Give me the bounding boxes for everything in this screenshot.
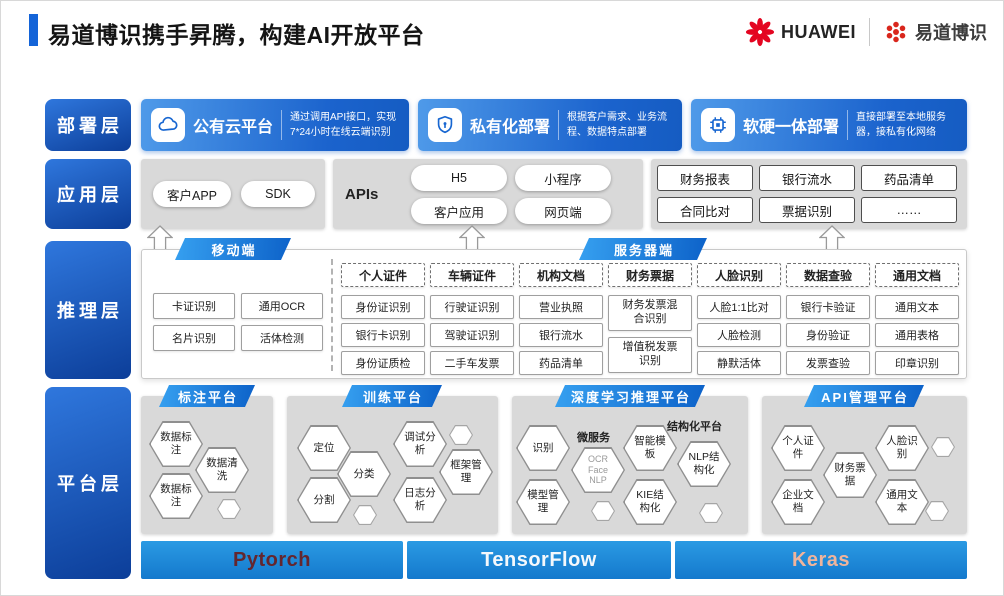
deployment-title: 软硬一体部署 [743, 119, 840, 136]
logo-divider [869, 18, 870, 46]
business-app-item: …… [861, 197, 957, 223]
capability-cell: 身份证质检 [341, 351, 425, 375]
column-header: 车辆证件 [430, 263, 514, 287]
sdk-pill: SDK [241, 181, 315, 207]
deployment-card-integrated: 软硬一体部署 直接部署至本地服务器，接私有化网络 [691, 99, 967, 151]
column-header: 人脸识别 [697, 263, 781, 287]
capability-cell: 银行卡验证 [786, 295, 870, 319]
decor-hex [217, 499, 241, 519]
decor-hex [353, 505, 377, 525]
capability-cell: 银行流水 [519, 323, 603, 347]
integrated-deploy-icon [701, 108, 735, 142]
column-header: 通用文档 [875, 263, 959, 287]
deployment-desc: 通过调用API接口，实现7*24小时在线云端识别 [290, 112, 397, 138]
business-app-item: 合同比对 [657, 197, 753, 223]
deployment-desc: 根据客户需求、业务流程、数据特点部署 [567, 112, 668, 138]
capability-cell: 人脸检测 [697, 323, 781, 347]
structuring-platform-label: 结构化平台 [667, 421, 722, 433]
column-header: 财务票据 [608, 263, 692, 287]
channel-pill-customer-app: 客户应用 [411, 198, 507, 224]
huawei-flower-icon [745, 17, 775, 47]
mobile-capability: 活体检测 [241, 325, 323, 351]
yidao-wordmark: 易道博识 [915, 23, 987, 43]
capability-cell: 通用文本 [875, 295, 959, 319]
capability-cell: 营业执照 [519, 295, 603, 319]
capability-cell: 二手车发票 [430, 351, 514, 375]
hex-model-management: 模型管理 [516, 479, 570, 525]
business-app-item: 药品清单 [861, 165, 957, 191]
up-arrow-icon [459, 225, 485, 251]
microservice-label: 微服务 [577, 432, 610, 444]
framework-keras: Keras [675, 541, 967, 579]
decor-hex [591, 501, 615, 521]
layer-label-deployment: 部署层 [45, 99, 131, 151]
layer-label-platform: 平台层 [45, 387, 131, 579]
capability-cell: 驾驶证识别 [430, 323, 514, 347]
mobile-ribbon: 移动端 [175, 238, 291, 260]
mobile-server-divider [331, 259, 333, 371]
logo-group: HUAWEI 易道博识 [745, 17, 987, 47]
channel-pill-web: 网页端 [515, 198, 611, 224]
channel-pill-h5: H5 [411, 165, 507, 191]
mobile-capability: 名片识别 [153, 325, 235, 351]
annotation-platform-ribbon: 标注平台 [159, 385, 255, 407]
channel-pill-miniprogram: 小程序 [515, 165, 611, 191]
framework-pytorch: Pytorch [141, 541, 403, 579]
hex-face-recognition: 人脸识别 [875, 425, 929, 471]
up-arrow-icon [819, 225, 845, 251]
mobile-capability: 卡证识别 [153, 293, 235, 319]
huawei-wordmark: HUAWEI [781, 21, 856, 42]
deployment-card-private: 私有化部署 根据客户需求、业务流程、数据特点部署 [418, 99, 682, 151]
business-app-item: 银行流水 [759, 165, 855, 191]
capability-cell: 行驶证识别 [430, 295, 514, 319]
capability-cell: 印章识别 [875, 351, 959, 375]
capability-cell: 人脸1:1比对 [697, 295, 781, 319]
decor-hex [925, 501, 949, 521]
decor-hex [449, 425, 473, 445]
capability-cell: 静默活体 [697, 351, 781, 375]
column-header: 个人证件 [341, 263, 425, 287]
capability-cell: 银行卡识别 [341, 323, 425, 347]
capability-cell: 发票查验 [786, 351, 870, 375]
deployment-title: 私有化部署 [470, 119, 551, 136]
layer-label-application: 应用层 [45, 159, 131, 229]
divider [847, 110, 849, 140]
public-cloud-icon [151, 108, 185, 142]
business-app-item: 票据识别 [759, 197, 855, 223]
hex-kie-structuring: KIE结构化 [623, 479, 677, 525]
mobile-capability: 通用OCR [241, 293, 323, 319]
capability-cell: 通用表格 [875, 323, 959, 347]
deployment-card-public-cloud: 公有云平台 通过调用API接口，实现7*24小时在线云端识别 [141, 99, 409, 151]
capability-cell: 增值税发票识别 [608, 337, 692, 373]
framework-tensorflow: TensorFlow [407, 541, 671, 579]
capability-cell: 财务发票混合识别 [608, 295, 692, 331]
business-app-item: 财务报表 [657, 165, 753, 191]
divider [558, 110, 560, 140]
capability-cell: 身份验证 [786, 323, 870, 347]
apis-label: APIs [345, 185, 379, 203]
dl-inference-platform-ribbon: 深度学习推理平台 [555, 385, 705, 407]
capability-cell: 药品清单 [519, 351, 603, 375]
divider [281, 110, 283, 140]
api-management-platform-ribbon: API管理平台 [804, 385, 924, 407]
training-platform-ribbon: 训练平台 [342, 385, 442, 407]
page-title: 易道博识携手昇腾，构建AI开放平台 [48, 22, 425, 48]
up-arrow-icon [147, 225, 173, 251]
capability-cell: 身份证识别 [341, 295, 425, 319]
private-deploy-icon [428, 108, 462, 142]
title-accent-bar [29, 14, 38, 46]
server-ribbon: 服务器端 [579, 238, 707, 260]
column-header: 机构文档 [519, 263, 603, 287]
column-header: 数据查验 [786, 263, 870, 287]
client-app-pill: 客户APP [153, 181, 231, 207]
yidao-logo-icon [886, 21, 906, 43]
decor-hex [931, 437, 955, 457]
layer-label-inference: 推理层 [45, 241, 131, 379]
decor-hex [699, 503, 723, 523]
deployment-desc: 直接部署至本地服务器，接私有化网络 [856, 112, 947, 138]
deployment-title: 公有云平台 [193, 119, 274, 136]
